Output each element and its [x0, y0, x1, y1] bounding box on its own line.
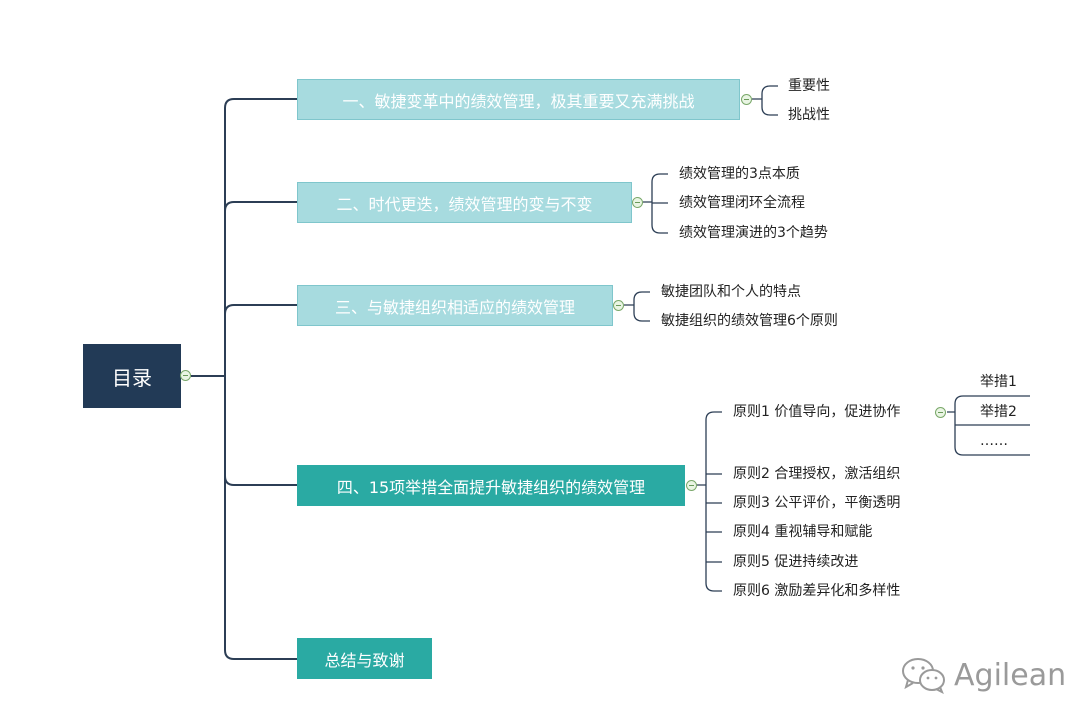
measure-more[interactable]: ……	[980, 433, 1008, 449]
topic-2-child-1[interactable]: 绩效管理的3点本质	[679, 166, 800, 182]
topic-3-label: 三、与敏捷组织相适应的绩效管理	[334, 297, 575, 317]
topic-2[interactable]: 二、时代更迭，绩效管理的变与不变	[297, 182, 632, 223]
topic-3-child-2[interactable]: 敏捷组织的绩效管理6个原则	[661, 313, 838, 329]
connector-topic-2-children	[643, 173, 668, 234]
topic-5[interactable]: 总结与致谢	[297, 638, 432, 679]
topic-4-label: 四、15项举措全面提升敏捷组织的绩效管理	[336, 477, 646, 497]
connector-principle-1-measures	[947, 395, 1030, 456]
wechat-icon	[902, 658, 945, 694]
connector-topic-3-children	[624, 291, 650, 322]
topic-3[interactable]: 三、与敏捷组织相适应的绩效管理	[297, 285, 613, 326]
principle-3[interactable]: 原则3 公平评价，平衡透明	[733, 495, 901, 511]
measure-2[interactable]: 举措2	[980, 404, 1017, 420]
principle-2[interactable]: 原则2 合理授权，激活组织	[733, 466, 901, 482]
collapse-icon[interactable]	[741, 94, 752, 105]
watermark-text: Agilean	[954, 657, 1067, 693]
collapse-icon[interactable]	[935, 407, 946, 418]
topic-1-child-2[interactable]: 挑战性	[788, 107, 830, 123]
collapse-icon[interactable]	[180, 370, 191, 381]
principle-6[interactable]: 原则6 激励差异化和多样性	[733, 583, 901, 599]
principle-5[interactable]: 原则5 促进持续改进	[733, 554, 859, 570]
topic-1[interactable]: 一、敏捷变革中的绩效管理，极其重要又充满挑战	[297, 79, 740, 120]
collapse-icon[interactable]	[632, 197, 643, 208]
topic-1-label: 一、敏捷变革中的绩效管理，极其重要又充满挑战	[342, 91, 695, 111]
watermark: Agilean	[900, 656, 1066, 694]
root-node[interactable]: 目录	[83, 344, 181, 408]
topic-4[interactable]: 四、15项举措全面提升敏捷组织的绩效管理	[297, 465, 685, 506]
connector-topic-4-children	[696, 411, 722, 592]
topic-2-child-3[interactable]: 绩效管理演进的3个趋势	[679, 225, 828, 241]
connector-trunk-spine	[224, 98, 235, 660]
topic-1-child-1[interactable]: 重要性	[788, 78, 830, 94]
measure-1[interactable]: 举措1	[980, 374, 1017, 390]
topic-2-label: 二、时代更迭，绩效管理的变与不变	[336, 194, 593, 214]
root-label: 目录	[112, 365, 152, 390]
collapse-icon[interactable]	[613, 300, 624, 311]
connector-to-topic-4	[224, 475, 297, 486]
principle-1[interactable]: 原则1 价值导向，促进协作	[733, 404, 901, 420]
topic-2-child-2[interactable]: 绩效管理闭环全流程	[679, 195, 805, 211]
collapse-icon[interactable]	[686, 480, 697, 491]
connector-to-topic-3	[224, 304, 297, 315]
topic-5-label: 总结与致谢	[324, 650, 405, 670]
connector-topic-1-children	[752, 85, 778, 116]
connector-to-topic-2	[224, 201, 297, 212]
principle-4[interactable]: 原则4 重视辅导和赋能	[733, 524, 873, 540]
topic-3-child-1[interactable]: 敏捷团队和个人的特点	[661, 284, 801, 300]
